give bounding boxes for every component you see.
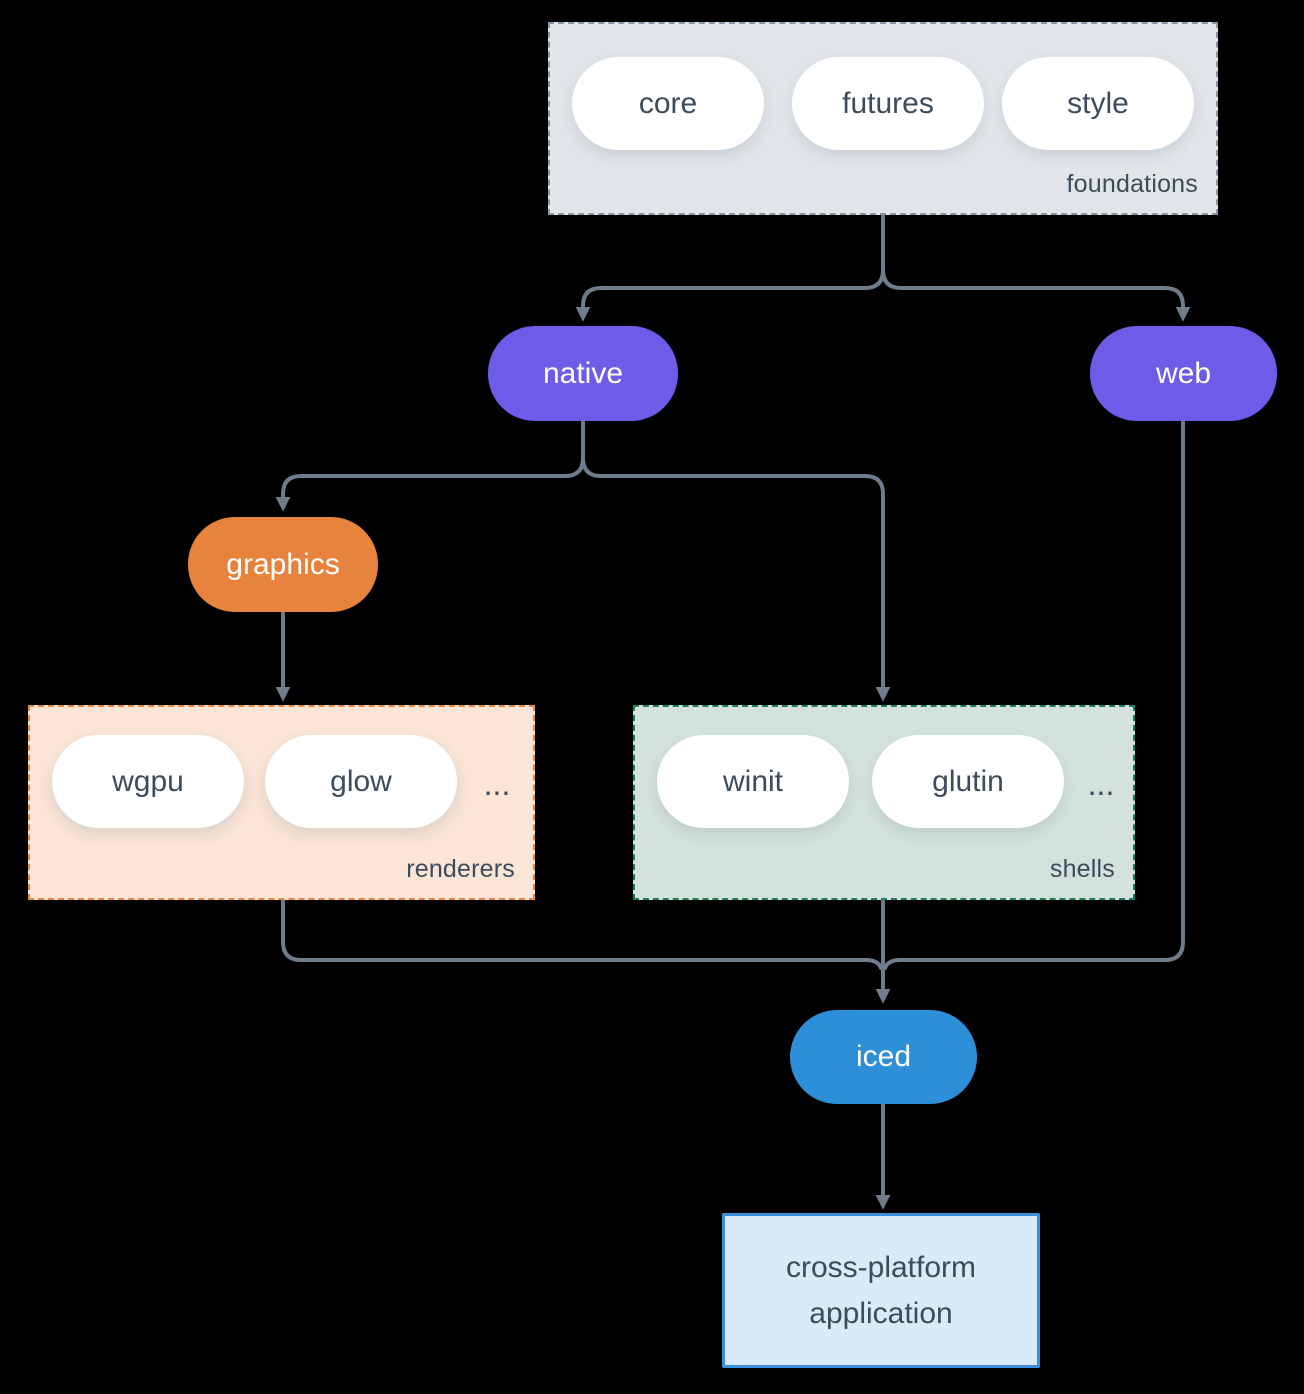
foundations-label: foundations [1066,170,1198,198]
node-glow: glow [265,735,457,828]
edge-native-shells [581,420,891,702]
node-iced: iced [790,1010,977,1104]
edge-native-graphics [275,420,585,512]
edge-foundations-native [575,214,885,322]
node-wgpu: wgpu [52,735,244,828]
application-label-line2: application [809,1296,953,1330]
edge-web-merge [883,420,1185,970]
edge-renderers-merge [281,899,883,970]
node-graphics: graphics [188,517,378,612]
foundations-group: core futures style foundations [548,22,1218,215]
renderers-group: wgpu glow ... renderers [28,705,535,900]
renderers-ellipsis: ... [483,765,511,802]
shells-ellipsis: ... [1087,765,1115,802]
node-native: native [488,326,678,421]
edge-foundations-web [881,214,1191,322]
node-cross-platform-application: cross-platform application [722,1213,1040,1368]
application-label-line1: cross-platform [785,1250,977,1284]
shells-group: winit glutin ... shells [633,705,1135,900]
node-winit: winit [657,735,849,828]
node-core: core [572,57,764,150]
node-style: style [1002,57,1194,150]
node-futures: futures [792,57,984,150]
shells-label: shells [1049,855,1115,883]
renderers-label: renderers [406,855,515,883]
node-web: web [1090,326,1277,421]
node-glutin: glutin [872,735,1064,828]
